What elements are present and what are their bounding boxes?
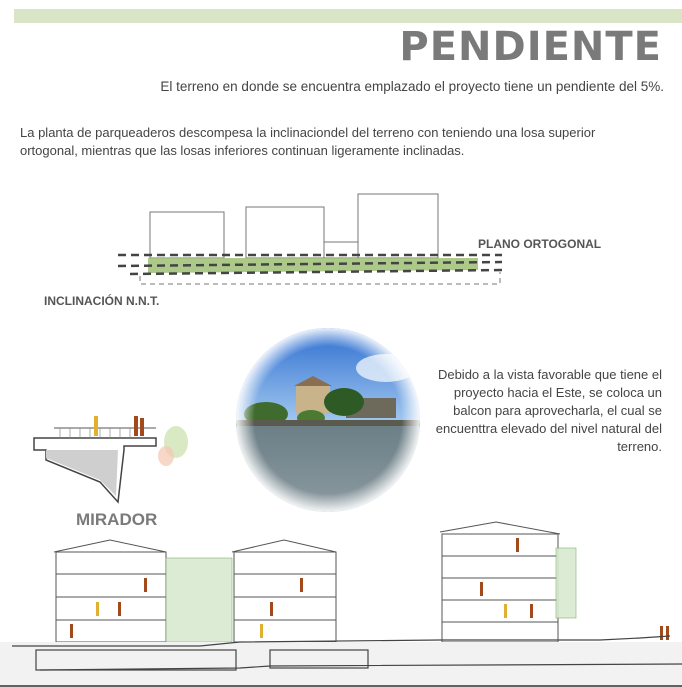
roof-3 [439,521,561,535]
inclined-line-bottom [129,268,503,276]
building-3 [441,533,559,643]
building-block-4 [357,193,439,259]
green-atrium [555,547,577,619]
intro-paragraph: La planta de parqueaderos descompesa la … [20,125,596,158]
basement-block [269,649,369,669]
person-figure [140,418,144,436]
roof-1 [53,539,167,553]
green-atrium [165,557,233,643]
slope-diagram [117,193,503,285]
mirador-sketch [33,416,188,504]
building-block-2 [245,206,325,259]
label-inclinacion: INCLINACIÓN N.N.T. [44,294,160,308]
basement-line [39,663,682,671]
building-block-1 [149,211,225,259]
building-section [0,521,682,687]
green-slab [148,258,478,273]
roof-2 [231,539,337,553]
top-accent-bar [14,9,682,23]
terrain-line [12,635,671,647]
basement-block [35,649,237,671]
page-subtitle: El terreno en donde se encuentra emplaza… [160,79,664,94]
label-mirador: MIRADOR [76,510,158,529]
label-plano-ortogonal: PLANO ORTOGONAL [478,237,602,251]
person-figure [134,416,138,436]
person-figure [94,416,98,436]
mirador-description: Debido a la vista favorable que tiene el… [435,367,662,454]
foundation-outline [139,272,501,285]
page-title: PENDIENTE [399,24,662,70]
ground-fill [0,642,682,687]
river-view-photo [236,328,420,512]
